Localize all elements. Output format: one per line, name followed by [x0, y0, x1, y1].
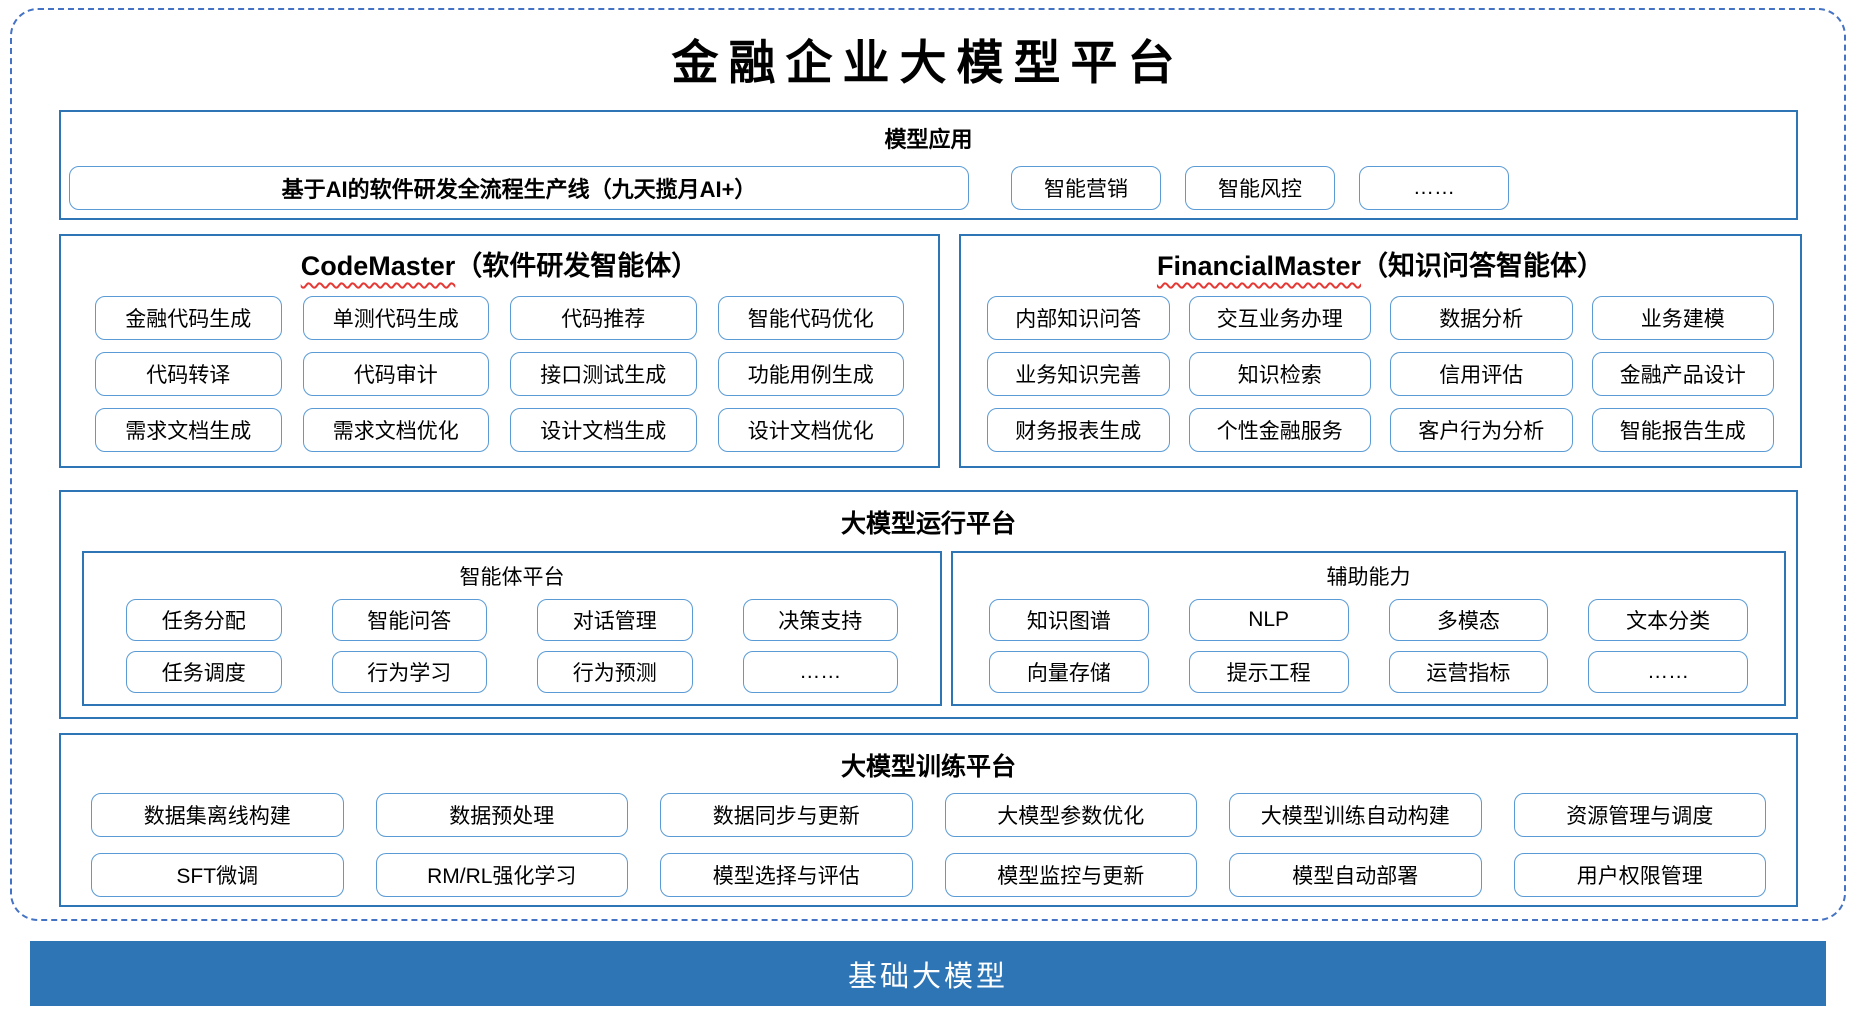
capability-box: 数据预处理: [375, 793, 628, 837]
section-codemaster: CodeMaster（软件研发智能体） 金融代码生成 单测代码生成 代码推荐 智…: [59, 234, 940, 468]
capability-box: 代码转译: [95, 352, 282, 396]
model-applications-header: 模型应用: [884, 127, 973, 152]
capability-box: 数据分析: [1390, 296, 1573, 340]
capability-box: 文本分类: [1588, 599, 1748, 641]
capability-box: 客户行为分析: [1390, 408, 1573, 452]
capability-box: 功能用例生成: [717, 352, 904, 396]
capability-box: 数据同步与更新: [660, 793, 913, 837]
capability-box: 资源管理与调度: [1513, 793, 1766, 837]
page-title: 金融企业大模型平台: [671, 36, 1185, 91]
codemaster-title: CodeMaster（软件研发智能体）: [61, 248, 938, 284]
foundation-model-bar: 基础大模型: [30, 941, 1826, 1006]
capability-box: 个性金融服务: [1188, 408, 1371, 452]
capability-box: 接口测试生成: [510, 352, 697, 396]
ellipsis-box: ……: [1359, 166, 1509, 210]
capability-box: 代码审计: [302, 352, 489, 396]
capability-box: 向量存储: [989, 651, 1149, 693]
capability-box: 运营指标: [1388, 651, 1549, 693]
section-training-platform: 大模型训练平台 数据集离线构建 数据预处理 数据同步与更新 大模型参数优化 大模…: [59, 733, 1798, 907]
capability-box: 行为学习: [331, 651, 487, 693]
section-model-applications: 模型应用 基于AI的软件研发全流程生产线（九天揽月AI+） 智能营销 智能风控 …: [59, 110, 1798, 220]
capability-box: 智能风控: [1185, 166, 1335, 210]
capability-box: 设计文档优化: [717, 408, 904, 452]
capability-box: SFT微调: [91, 853, 344, 897]
ai-pipeline-box: 基于AI的软件研发全流程生产线（九天揽月AI+）: [69, 166, 969, 210]
platform-dashed-frame: 金融企业大模型平台 模型应用 基于AI的软件研发全流程生产线（九天揽月AI+） …: [10, 8, 1846, 921]
capability-box: 设计文档生成: [510, 408, 697, 452]
capability-box: 用户权限管理: [1513, 853, 1766, 897]
capability-box: 模型监控与更新: [944, 853, 1197, 897]
section-runtime-platform: 大模型运行平台 智能体平台 任务分配 智能问答 对话管理 决策支持 任务调度 行…: [59, 490, 1798, 719]
training-platform-header: 大模型训练平台: [840, 753, 1016, 781]
capability-box: 知识图谱: [989, 599, 1149, 641]
capability-box: 财务报表生成: [987, 408, 1170, 452]
ellipsis-box: ……: [742, 651, 898, 693]
capability-box: 智能代码优化: [717, 296, 904, 340]
capability-box: 多模态: [1388, 599, 1549, 641]
capability-box: 代码推荐: [510, 296, 697, 340]
capability-box: 任务分配: [126, 599, 282, 641]
capability-box: 智能营销: [1011, 166, 1161, 210]
capability-box: 智能问答: [331, 599, 487, 641]
section-financialmaster: FinancialMaster（知识问答智能体） 内部知识问答 交互业务办理 数…: [959, 234, 1802, 468]
capability-box: 知识检索: [1188, 352, 1371, 396]
agent-platform-grid: 任务分配 智能问答 对话管理 决策支持 任务调度 行为学习 行为预测 ……: [84, 599, 940, 693]
agent-platform-box: 智能体平台 任务分配 智能问答 对话管理 决策支持 任务调度 行为学习 行为预测…: [82, 551, 942, 706]
capability-box: 任务调度: [126, 651, 282, 693]
codemaster-grid: 金融代码生成 单测代码生成 代码推荐 智能代码优化 代码转译 代码审计 接口测试…: [61, 296, 938, 452]
capability-box: NLP: [1188, 599, 1349, 641]
financialmaster-title: FinancialMaster（知识问答智能体）: [961, 248, 1800, 284]
capability-box: 对话管理: [537, 599, 693, 641]
capability-box: 信用评估: [1390, 352, 1573, 396]
capability-box: 行为预测: [537, 651, 693, 693]
codemaster-subtitle: （软件研发智能体）: [455, 251, 699, 281]
ellipsis-box: ……: [1588, 651, 1748, 693]
capability-box: 智能报告生成: [1591, 408, 1774, 452]
capability-box: 模型选择与评估: [660, 853, 913, 897]
capability-box: 大模型参数优化: [944, 793, 1197, 837]
agent-platform-header: 智能体平台: [459, 566, 565, 589]
runtime-platform-header: 大模型运行平台: [840, 510, 1016, 538]
capability-box: 提示工程: [1188, 651, 1349, 693]
auxiliary-capabilities-box: 辅助能力 知识图谱 NLP 多模态 文本分类 向量存储 提示工程 运营指标 ……: [951, 551, 1786, 706]
training-platform-grid: 数据集离线构建 数据预处理 数据同步与更新 大模型参数优化 大模型训练自动构建 …: [61, 793, 1796, 897]
model-applications-row: 基于AI的软件研发全流程生产线（九天揽月AI+） 智能营销 智能风控 ……: [61, 166, 1796, 210]
capability-box: RM/RL强化学习: [375, 853, 628, 897]
capability-box: 模型自动部署: [1229, 853, 1482, 897]
capability-box: 需求文档生成: [95, 408, 282, 452]
codemaster-name: CodeMaster: [300, 251, 456, 281]
runtime-platform-row: 智能体平台 任务分配 智能问答 对话管理 决策支持 任务调度 行为学习 行为预测…: [61, 551, 1796, 706]
financialmaster-subtitle: （知识问答智能体）: [1361, 251, 1605, 281]
financialmaster-name: FinancialMaster: [1156, 251, 1362, 281]
capability-box: 内部知识问答: [987, 296, 1170, 340]
financialmaster-grid: 内部知识问答 交互业务办理 数据分析 业务建模 业务知识完善 知识检索 信用评估…: [961, 296, 1800, 452]
capability-box: 决策支持: [742, 599, 898, 641]
capability-box: 金融产品设计: [1591, 352, 1774, 396]
capability-box: 业务知识完善: [987, 352, 1170, 396]
capability-box: 交互业务办理: [1188, 296, 1371, 340]
capability-box: 业务建模: [1591, 296, 1774, 340]
capability-box: 单测代码生成: [302, 296, 489, 340]
capability-box: 数据集离线构建: [91, 793, 344, 837]
auxiliary-capabilities-grid: 知识图谱 NLP 多模态 文本分类 向量存储 提示工程 运营指标 ……: [953, 599, 1784, 693]
capability-box: 需求文档优化: [302, 408, 489, 452]
capability-box: 金融代码生成: [95, 296, 282, 340]
capability-box: 大模型训练自动构建: [1229, 793, 1482, 837]
auxiliary-capabilities-header: 辅助能力: [1326, 566, 1411, 589]
